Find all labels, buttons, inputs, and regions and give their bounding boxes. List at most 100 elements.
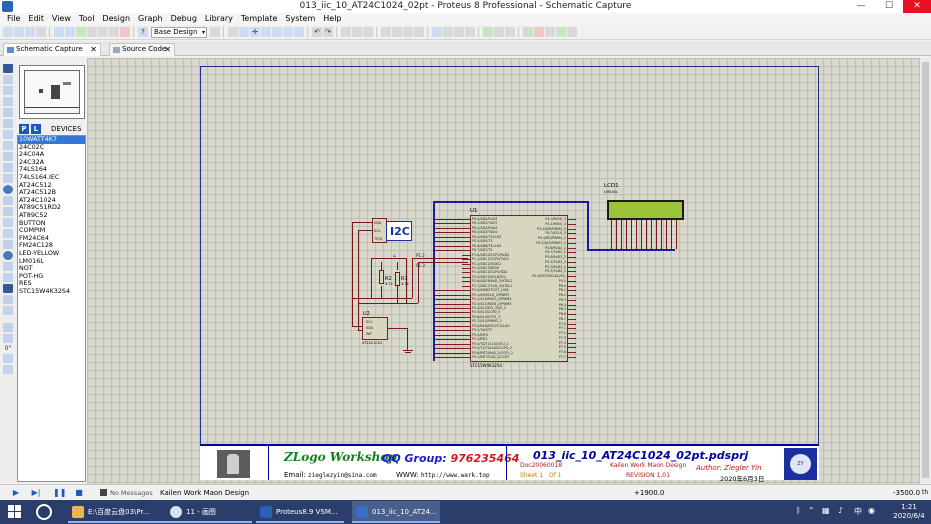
- u1-pin-line[interactable]: [462, 290, 470, 291]
- lcd-pin-line[interactable]: [616, 220, 617, 249]
- wire-autorouter-icon[interactable]: [483, 27, 493, 37]
- lcd-pin-line[interactable]: [666, 220, 667, 249]
- u1-pin-line[interactable]: [462, 272, 470, 273]
- u1-pin-line[interactable]: [568, 281, 576, 282]
- device-item[interactable]: 24C32A: [19, 157, 45, 166]
- redo-icon[interactable]: ↷: [323, 27, 333, 37]
- box-icon[interactable]: [3, 240, 13, 249]
- library-manager-button[interactable]: L: [31, 124, 41, 134]
- wire[interactable]: [358, 330, 363, 331]
- lcd-pin-line[interactable]: [621, 220, 622, 249]
- lcd-pin-line[interactable]: [631, 220, 632, 249]
- bus-tap-wire[interactable]: [435, 339, 462, 340]
- u1-pin-line[interactable]: [568, 357, 576, 358]
- pick-devices-button[interactable]: P: [19, 124, 29, 134]
- task-paint[interactable]: 11 - 画图: [166, 501, 252, 523]
- lcd-pin-line[interactable]: [641, 220, 642, 249]
- u1-pin-line[interactable]: [568, 257, 576, 258]
- u1-pin-line[interactable]: [568, 347, 576, 348]
- device-item[interactable]: 10WATT4K7: [18, 135, 85, 144]
- save-icon[interactable]: [25, 27, 35, 37]
- origin-icon[interactable]: [239, 27, 249, 37]
- close-project-icon[interactable]: [36, 27, 46, 37]
- u1-pin-line[interactable]: [568, 319, 576, 320]
- menu-design[interactable]: Design: [102, 14, 131, 23]
- pick-device-icon[interactable]: [432, 27, 442, 37]
- ime-icon[interactable]: ◉: [868, 506, 875, 515]
- close-icon[interactable]: ✕: [164, 45, 171, 54]
- u1-pin-line[interactable]: [462, 326, 470, 327]
- u1-pin-line[interactable]: [462, 308, 470, 309]
- lcd-pin-line[interactable]: [671, 220, 672, 249]
- maximize-button[interactable]: ☐: [884, 1, 894, 11]
- u1-pin-line[interactable]: [568, 295, 576, 296]
- device-item[interactable]: 24C04A: [19, 150, 45, 159]
- 3d-view-icon[interactable]: [87, 27, 97, 37]
- message-indicator[interactable]: No Messages: [100, 489, 153, 497]
- mirror-vertical-icon[interactable]: [3, 365, 13, 374]
- zoom-all-icon[interactable]: [283, 27, 293, 37]
- u1-pin-line[interactable]: [462, 344, 470, 345]
- wire-label-icon[interactable]: [3, 97, 13, 106]
- cortana-search-icon[interactable]: [36, 504, 52, 520]
- device-item[interactable]: 74LS164.IEC: [19, 172, 60, 181]
- u1-pin-line[interactable]: [462, 219, 470, 220]
- undo-icon[interactable]: ↶: [312, 27, 322, 37]
- mirror-horizontal-icon[interactable]: [3, 354, 13, 363]
- bus-tap-wire[interactable]: [435, 219, 462, 220]
- wire[interactable]: [412, 258, 413, 298]
- text-script-icon[interactable]: [3, 108, 13, 117]
- u1-pin-line[interactable]: [462, 264, 470, 265]
- netlist-icon[interactable]: [556, 27, 566, 37]
- device-pins-icon[interactable]: [3, 152, 13, 161]
- input-language[interactable]: 中: [854, 507, 862, 516]
- bus-tap-wire[interactable]: [435, 237, 462, 238]
- bus-tap-wire[interactable]: [435, 321, 462, 322]
- path-icon[interactable]: [3, 273, 13, 282]
- marker-icon[interactable]: [3, 306, 13, 315]
- u1-pin-line[interactable]: [568, 219, 576, 220]
- device-item[interactable]: LM016L: [19, 256, 44, 265]
- bus-tap-wire[interactable]: [435, 295, 462, 296]
- u1-pin-line[interactable]: [462, 237, 470, 238]
- u1-pin-line[interactable]: [462, 321, 470, 322]
- stop-simulation-button[interactable]: ■: [75, 488, 83, 497]
- device-item[interactable]: NOT: [19, 264, 33, 273]
- u1-pin-line[interactable]: [462, 339, 470, 340]
- u1-pin-line[interactable]: [462, 286, 470, 287]
- lcd-pin-line[interactable]: [676, 220, 677, 249]
- device-item[interactable]: POT-HG: [19, 271, 44, 280]
- u1-pin-line[interactable]: [568, 324, 576, 325]
- lcd-pin-line[interactable]: [626, 220, 627, 249]
- pcb-icon[interactable]: [76, 27, 86, 37]
- terminals-icon[interactable]: [3, 141, 13, 150]
- device-item[interactable]: FM24C64: [19, 233, 49, 242]
- lcd-pin-line[interactable]: [661, 220, 662, 249]
- wire[interactable]: [352, 222, 353, 326]
- menu-system[interactable]: System: [285, 14, 316, 23]
- virtual-instruments-icon[interactable]: [3, 218, 13, 227]
- gerber-icon[interactable]: [98, 27, 108, 37]
- u1-pin-line[interactable]: [568, 328, 576, 329]
- device-item[interactable]: AT89C52: [19, 210, 48, 219]
- bus-tap-wire[interactable]: [435, 326, 462, 327]
- lcd-pin-line[interactable]: [611, 220, 612, 249]
- u1-pin-line[interactable]: [462, 304, 470, 305]
- generator-icon[interactable]: [3, 185, 13, 194]
- scrollbar-thumb[interactable]: [922, 62, 929, 478]
- voltage-probe-icon[interactable]: [3, 196, 13, 205]
- pause-simulation-button[interactable]: ❚❚: [53, 488, 67, 497]
- u1-pin-line[interactable]: [568, 300, 576, 301]
- refresh-icon[interactable]: [210, 27, 220, 37]
- u1-pin-line[interactable]: [568, 252, 576, 253]
- packaging-icon[interactable]: [454, 27, 464, 37]
- graph-icon[interactable]: [3, 163, 13, 172]
- text-icon[interactable]: [3, 284, 13, 293]
- rotate-anticlockwise-icon[interactable]: [3, 334, 13, 343]
- u1-pin-line[interactable]: [568, 309, 576, 310]
- u1-pin-line[interactable]: [462, 348, 470, 349]
- u1-pin-line[interactable]: [568, 248, 576, 249]
- u1-pin-line[interactable]: [462, 330, 470, 331]
- wire[interactable]: [358, 230, 373, 231]
- u1-mcu[interactable]: [470, 215, 568, 362]
